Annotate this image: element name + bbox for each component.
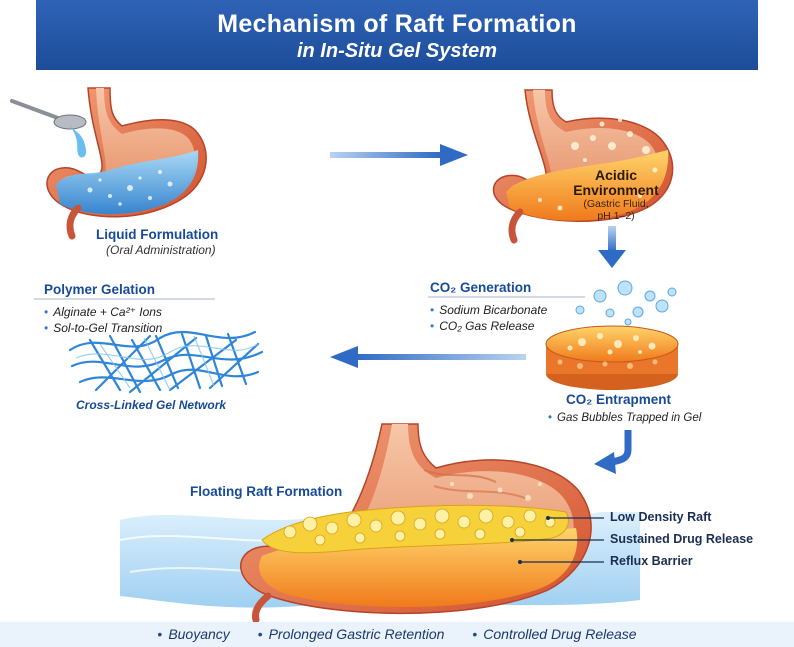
acidic-environment-detail: (Gastric Fluid, pH 1–2) [560, 198, 672, 222]
acidic-title-line2: Environment [560, 183, 672, 198]
title-banner: Mechanism of Raft Formation in In-Situ G… [36, 0, 758, 70]
arrow-down-icon [598, 226, 626, 268]
liquid-formulation-title: Liquid Formulation [96, 227, 218, 242]
polymer-gelation-title: Polymer Gelation [44, 282, 155, 297]
callout-sustained-drug-release: Sustained Drug Release [610, 532, 753, 546]
acidic-title-line1: Acidic [560, 168, 672, 183]
gel-dish-illustration [546, 326, 678, 390]
list-item: •Sol-to-Gel Transition [44, 320, 162, 336]
stomach-raft-illustration [120, 424, 640, 620]
bullet-dot-icon: • [430, 303, 434, 317]
co2-entrapment-bullet: •Gas Bubbles Trapped in Gel [548, 412, 701, 424]
stomach-liquid-illustration [47, 88, 206, 236]
co2-entrapment-title: CO₂ Entrapment [566, 392, 671, 407]
acidic-environment-title: Acidic Environment [560, 168, 672, 198]
polymer-gelation-list: •Alginate + Ca²⁺ Ions •Sol-to-Gel Transi… [44, 304, 162, 336]
list-item: •Buoyancy [157, 626, 229, 642]
bullet-dot-icon: • [44, 321, 48, 335]
list-item: •Controlled Drug Release [472, 626, 636, 642]
acidic-detail-line1: (Gastric Fluid, [560, 198, 672, 210]
co2-bubbles-icon [576, 281, 676, 325]
page-title: Mechanism of Raft Formation [36, 10, 758, 39]
callout-reflux-barrier: Reflux Barrier [610, 554, 693, 568]
spoon-icon [12, 101, 86, 157]
arrow-curved-down-icon [594, 430, 628, 474]
footer-benefits-list: •Buoyancy •Prolonged Gastric Retention •… [0, 626, 794, 642]
arrow-left-icon [330, 346, 526, 368]
bullet-dot-icon: • [472, 626, 477, 642]
list-item: •Prolonged Gastric Retention [258, 626, 445, 642]
callout-low-density-raft: Low Density Raft [610, 510, 711, 524]
arrow-right-icon [330, 144, 468, 166]
bullet-dot-icon: • [157, 626, 162, 642]
liquid-formulation-subtitle: (Oral Administration) [106, 243, 216, 257]
acidic-detail-line2: pH 1–2) [560, 210, 672, 222]
bullet-dot-icon: • [430, 319, 434, 333]
list-item: •Sodium Bicarbonate [430, 302, 547, 318]
list-item: •Alginate + Ca²⁺ Ions [44, 304, 162, 320]
gel-network-label: Cross-Linked Gel Network [76, 398, 226, 412]
co2-generation-list: •Sodium Bicarbonate •CO₂ Gas Release [430, 302, 547, 334]
page-subtitle: in In-Situ Gel System [36, 40, 758, 63]
co2-generation-title: CO₂ Generation [430, 280, 531, 295]
list-item: •CO₂ Gas Release [430, 318, 547, 334]
floating-raft-title: Floating Raft Formation [190, 484, 342, 499]
bullet-dot-icon: • [44, 305, 48, 319]
bullet-dot-icon: • [548, 412, 552, 424]
footer-benefits-bar: •Buoyancy •Prolonged Gastric Retention •… [0, 622, 794, 647]
bullet-dot-icon: • [258, 626, 263, 642]
